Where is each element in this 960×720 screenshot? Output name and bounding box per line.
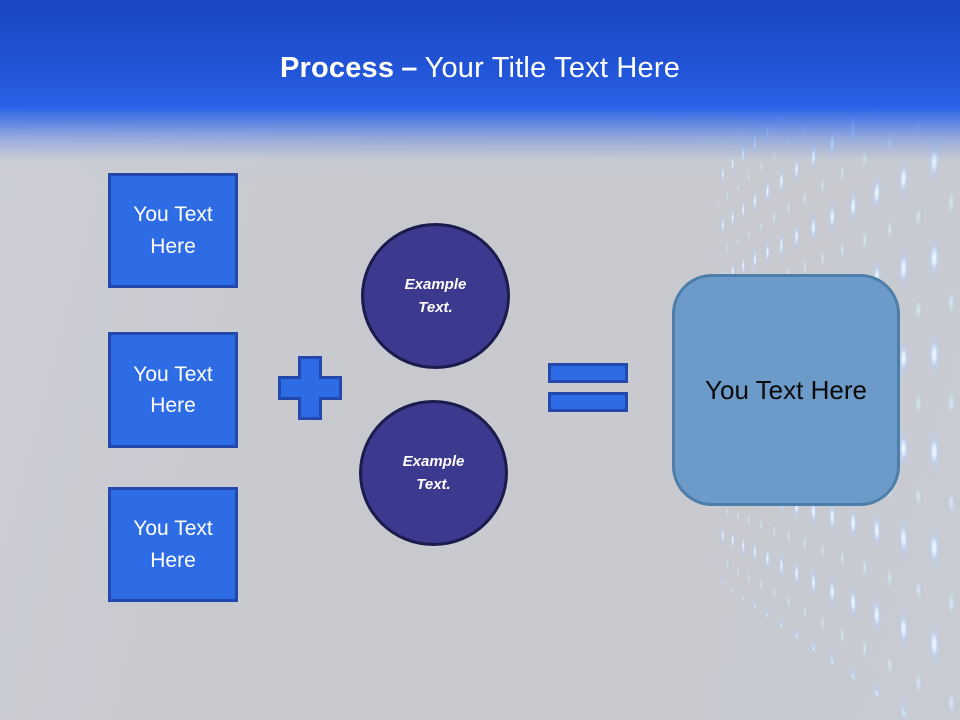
result-box-label: You Text Here	[705, 374, 867, 405]
input-box-1[interactable]: You Text Here	[108, 173, 238, 288]
equals-bar-top	[548, 363, 628, 383]
example-circle-2-label: Example Text.	[402, 452, 465, 493]
input-box-3-label: You Text Here	[133, 517, 213, 572]
title-keyword: Process	[279, 52, 395, 84]
example-circle-1-label: Example Text.	[404, 275, 467, 316]
equals-icon	[548, 363, 628, 412]
title-placeholder-text: Your Title Text Here	[424, 52, 681, 84]
input-box-2[interactable]: You Text Here	[108, 332, 238, 448]
title-bar: Process–Your Title Text Here	[0, 0, 960, 178]
plus-shape	[278, 356, 342, 420]
title-dash: –	[401, 52, 418, 84]
example-circle-2[interactable]: Example Text.	[359, 400, 508, 546]
example-circle-1[interactable]: Example Text.	[361, 223, 510, 369]
input-box-3[interactable]: You Text Here	[108, 487, 238, 602]
slide-title: Process–Your Title Text Here	[0, 0, 960, 85]
plus-icon	[278, 356, 342, 420]
input-box-2-label: You Text Here	[133, 362, 213, 418]
equals-bar-bottom	[548, 392, 628, 412]
input-box-1-label: You Text Here	[133, 203, 213, 258]
result-box[interactable]: You Text Here	[672, 274, 900, 506]
